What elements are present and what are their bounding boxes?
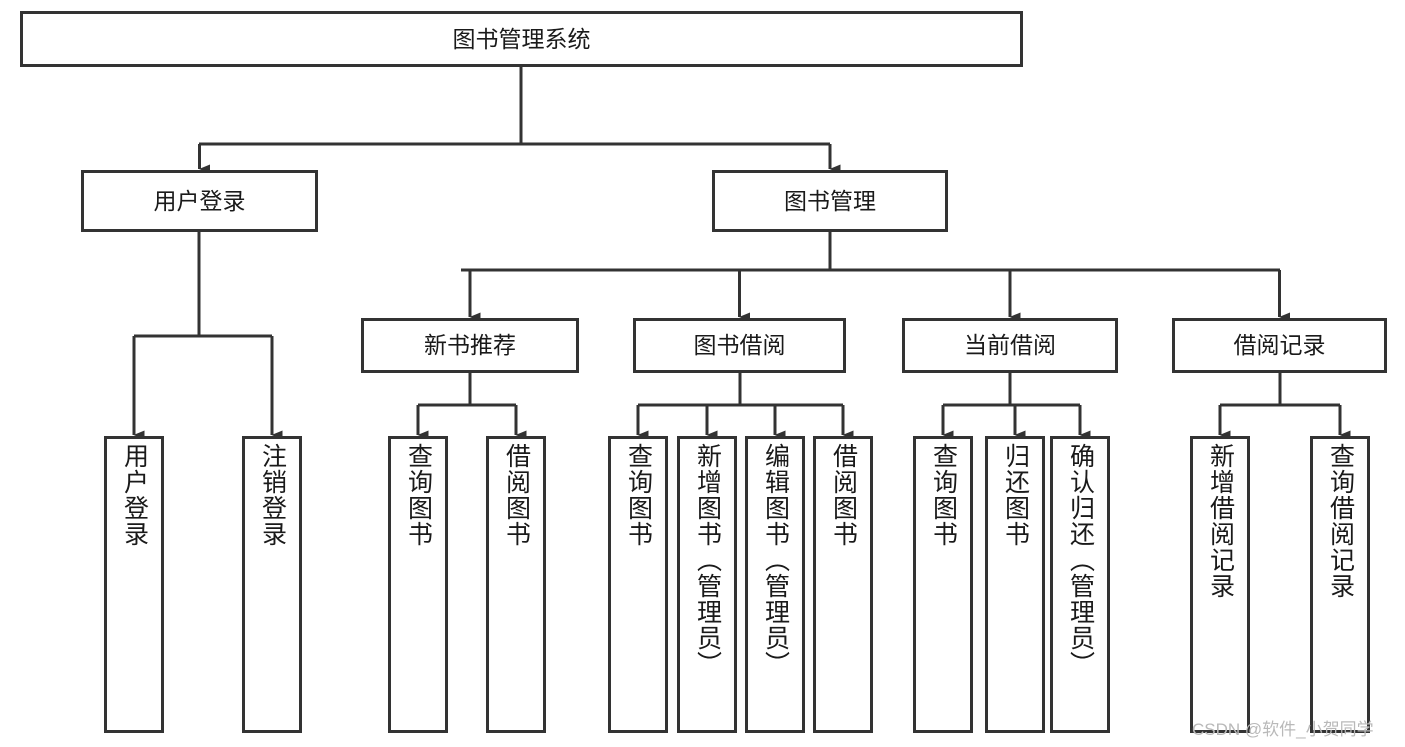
node-label-user-login: 用户登录 bbox=[153, 187, 246, 214]
node-label-leaf-borrow-books-recommend: 借阅图书 bbox=[502, 443, 531, 547]
node-label-leaf-query-books-borrow: 查询图书 bbox=[624, 443, 653, 547]
node-label-leaf-user-login: 用户登录 bbox=[120, 443, 149, 547]
node-leaf-borrow-book[interactable]: 借阅图书 bbox=[813, 436, 873, 733]
node-leaf-borrow-books-recommend[interactable]: 借阅图书 bbox=[486, 436, 546, 733]
node-leaf-query-books-borrow[interactable]: 查询图书 bbox=[608, 436, 668, 733]
node-label-leaf-query-books-recommend: 查询图书 bbox=[404, 443, 433, 547]
node-leaf-query-borrow-record[interactable]: 查询借阅记录 bbox=[1310, 436, 1370, 733]
node-label-book-borrow: 图书借阅 bbox=[693, 332, 786, 359]
node-leaf-query-books-recommend[interactable]: 查询图书 bbox=[388, 436, 448, 733]
node-label-current-borrow: 当前借阅 bbox=[964, 332, 1056, 359]
node-label-leaf-add-book-admin: 新增图书（管理员） bbox=[693, 443, 722, 677]
node-label-borrow-records: 借阅记录 bbox=[1233, 332, 1326, 359]
node-leaf-add-book-admin[interactable]: 新增图书（管理员） bbox=[677, 436, 737, 733]
node-leaf-query-books-current[interactable]: 查询图书 bbox=[913, 436, 973, 733]
connectors-group bbox=[132, 67, 1351, 440]
node-label-leaf-add-borrow-record: 新增借阅记录 bbox=[1206, 443, 1235, 599]
node-label-leaf-borrow-book: 借阅图书 bbox=[829, 443, 858, 547]
node-new-book-recommend[interactable]: 新书推荐 bbox=[361, 318, 579, 373]
node-leaf-return-book[interactable]: 归还图书 bbox=[985, 436, 1045, 733]
node-label-leaf-return-book: 归还图书 bbox=[1001, 443, 1030, 547]
node-leaf-edit-book-admin[interactable]: 编辑图书（管理员） bbox=[745, 436, 805, 733]
node-label-leaf-edit-book-admin: 编辑图书（管理员） bbox=[761, 443, 790, 677]
node-user-login[interactable]: 用户登录 bbox=[81, 170, 318, 232]
node-root[interactable]: 图书管理系统 bbox=[20, 11, 1023, 67]
node-leaf-add-borrow-record[interactable]: 新增借阅记录 bbox=[1190, 436, 1250, 733]
node-label-leaf-query-books-current: 查询图书 bbox=[929, 443, 958, 547]
node-borrow-records[interactable]: 借阅记录 bbox=[1172, 318, 1387, 373]
node-label-root: 图书管理系统 bbox=[452, 25, 591, 52]
node-label-leaf-confirm-return-admin: 确认归还（管理员） bbox=[1066, 443, 1095, 677]
node-leaf-user-login[interactable]: 用户登录 bbox=[104, 436, 164, 733]
node-book-borrow[interactable]: 图书借阅 bbox=[633, 318, 846, 373]
node-label-leaf-query-borrow-record: 查询借阅记录 bbox=[1326, 443, 1355, 599]
node-current-borrow[interactable]: 当前借阅 bbox=[902, 318, 1118, 373]
node-book-management[interactable]: 图书管理 bbox=[712, 170, 948, 232]
node-leaf-logout-login[interactable]: 注销登录 bbox=[242, 436, 302, 733]
node-label-leaf-logout-login: 注销登录 bbox=[258, 443, 287, 547]
node-label-book-management: 图书管理 bbox=[784, 187, 876, 214]
node-label-new-book-recommend: 新书推荐 bbox=[424, 332, 516, 359]
node-leaf-confirm-return-admin[interactable]: 确认归还（管理员） bbox=[1050, 436, 1110, 733]
